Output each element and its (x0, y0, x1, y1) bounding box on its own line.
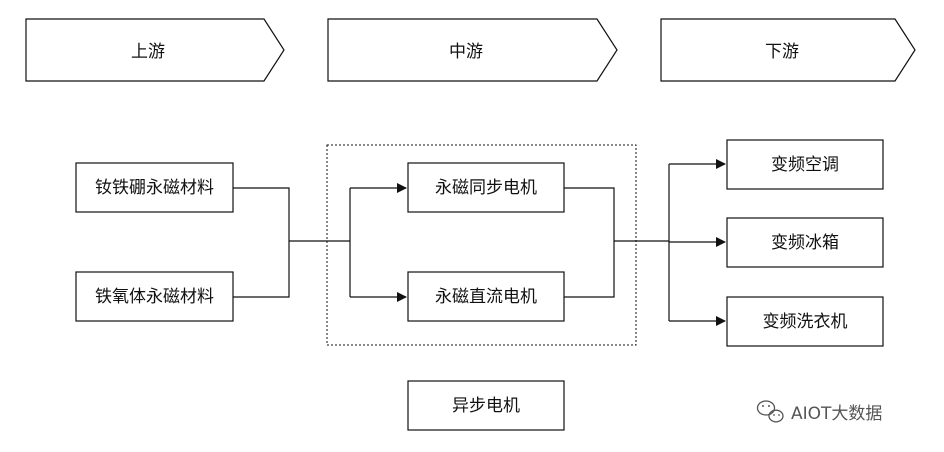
downstream-connectors (564, 159, 726, 326)
node-pm-sync-label: 永磁同步电机 (435, 178, 537, 198)
node-ferrite: 铁氧体永磁材料 (75, 271, 234, 322)
node-fridge: 变频冰箱 (726, 217, 884, 268)
stage-upstream-label: 上游 (131, 42, 165, 62)
stage-midstream-label: 中游 (449, 42, 483, 62)
node-washer-label: 变频洗衣机 (763, 312, 848, 332)
node-async: 异步电机 (407, 380, 565, 431)
wechat-icon (756, 400, 784, 423)
upstream-merge-line (233, 187, 290, 298)
midstream-group-frame (326, 144, 637, 346)
node-fridge-label: 变频冰箱 (771, 233, 839, 253)
node-ndfeb-label: 钕铁硼永磁材料 (95, 178, 214, 198)
node-ac-label: 变频空调 (771, 155, 839, 175)
stage-upstream: 上游 (25, 18, 285, 82)
watermark-text: AIOT大数据 (791, 404, 882, 424)
node-pm-dc: 永磁直流电机 (407, 271, 565, 322)
upstream-connectors (233, 183, 407, 302)
node-ac: 变频空调 (726, 139, 884, 190)
watermark: AIOT大数据 (756, 400, 882, 424)
stage-midstream: 中游 (327, 18, 618, 82)
node-washer: 变频洗衣机 (726, 296, 884, 347)
node-pm-dc-label: 永磁直流电机 (435, 287, 537, 307)
node-ndfeb: 钕铁硼永磁材料 (75, 162, 234, 213)
node-ferrite-label: 铁氧体永磁材料 (95, 287, 214, 307)
stage-downstream: 下游 (660, 18, 916, 82)
node-pm-sync: 永磁同步电机 (407, 162, 565, 213)
midstream-merge-line (564, 187, 615, 298)
stage-downstream-label: 下游 (765, 42, 799, 62)
node-async-label: 异步电机 (452, 396, 520, 416)
